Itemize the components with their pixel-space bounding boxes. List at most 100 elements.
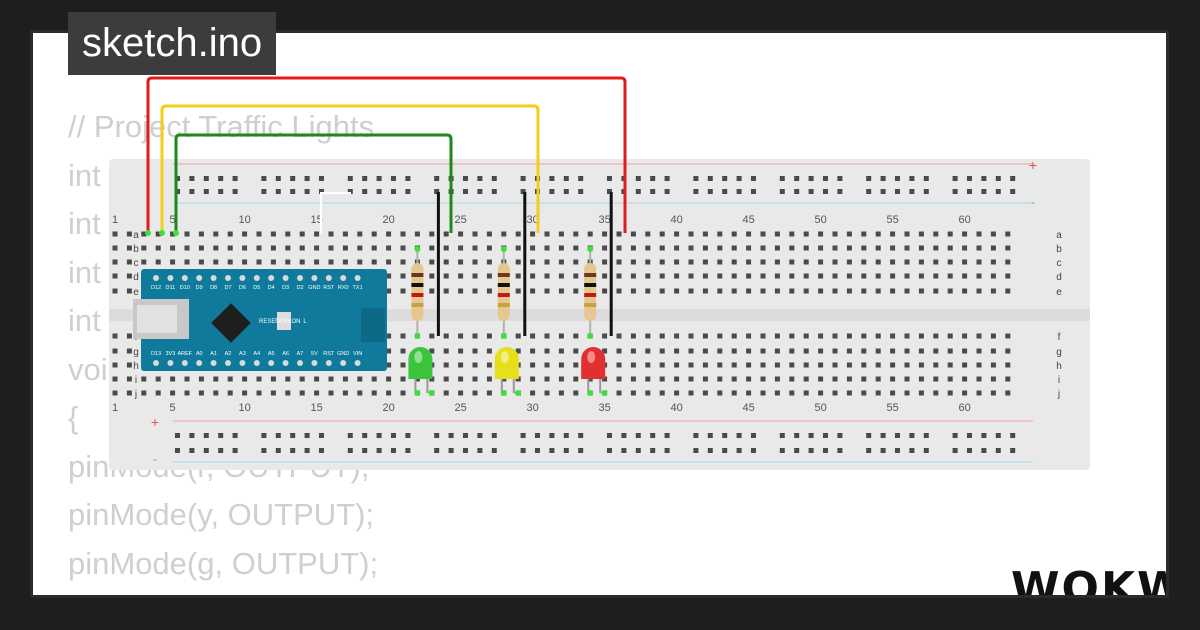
hole bbox=[184, 245, 190, 251]
hole bbox=[544, 259, 550, 265]
hole bbox=[933, 259, 939, 265]
rail-minus-label: - bbox=[1031, 195, 1035, 209]
hole bbox=[933, 231, 939, 237]
hole bbox=[155, 231, 161, 237]
hole bbox=[616, 333, 622, 339]
hole bbox=[558, 273, 564, 279]
hole bbox=[846, 390, 852, 396]
hole bbox=[328, 390, 334, 396]
hole bbox=[1005, 288, 1011, 294]
rail-hole bbox=[563, 176, 569, 181]
rail-hole bbox=[218, 189, 224, 194]
hole bbox=[573, 245, 579, 251]
hole bbox=[256, 376, 262, 382]
code-line: int bbox=[68, 303, 101, 338]
rail-hole bbox=[362, 448, 368, 453]
rail-hole bbox=[189, 176, 195, 181]
row-label: c bbox=[1057, 258, 1062, 269]
hole bbox=[803, 333, 809, 339]
rail-hole bbox=[664, 189, 670, 194]
hole bbox=[962, 259, 968, 265]
column-number: 50 bbox=[814, 402, 826, 414]
hole bbox=[717, 231, 723, 237]
rail-hole bbox=[707, 433, 713, 438]
hole bbox=[760, 390, 766, 396]
rail-hole bbox=[434, 448, 440, 453]
hole bbox=[1005, 333, 1011, 339]
hole bbox=[976, 376, 982, 382]
code-line: int bbox=[68, 254, 101, 290]
hole bbox=[760, 273, 766, 279]
hole bbox=[976, 333, 982, 339]
row-label: j bbox=[1057, 389, 1060, 400]
rail-hole bbox=[491, 433, 497, 438]
hole bbox=[544, 390, 550, 396]
hole bbox=[328, 245, 334, 251]
hole bbox=[558, 362, 564, 368]
row-label: b bbox=[133, 244, 139, 255]
hole bbox=[443, 390, 449, 396]
rail-hole bbox=[909, 433, 915, 438]
code-line: int bbox=[68, 157, 101, 193]
rail-hole bbox=[751, 189, 756, 194]
hole bbox=[198, 259, 204, 265]
resistor-band bbox=[411, 303, 424, 307]
hole bbox=[803, 231, 809, 237]
rail-hole bbox=[967, 433, 972, 438]
hole bbox=[702, 259, 708, 265]
hole bbox=[962, 390, 968, 396]
pin-top bbox=[340, 275, 347, 281]
hole bbox=[976, 390, 982, 396]
rail-hole bbox=[376, 448, 382, 453]
hole bbox=[774, 333, 780, 339]
hole bbox=[472, 273, 478, 279]
hole bbox=[357, 245, 363, 251]
hole bbox=[141, 259, 147, 265]
hole bbox=[458, 333, 464, 339]
resistor-band bbox=[584, 283, 597, 287]
hole bbox=[400, 288, 406, 294]
rail-hole bbox=[664, 176, 670, 181]
rail-hole bbox=[261, 189, 267, 194]
hole bbox=[544, 273, 550, 279]
hole bbox=[746, 231, 752, 237]
row-label: g bbox=[1056, 347, 1062, 358]
rail-hole bbox=[1010, 189, 1016, 194]
hole bbox=[832, 231, 838, 237]
connection-dot bbox=[500, 246, 507, 252]
pin-bottom bbox=[181, 360, 188, 366]
rail-hole bbox=[563, 189, 569, 194]
connection-dot bbox=[500, 333, 507, 339]
hole bbox=[933, 348, 939, 354]
hole bbox=[616, 348, 622, 354]
rail-hole bbox=[275, 189, 281, 194]
hole bbox=[314, 259, 320, 265]
led-red bbox=[581, 192, 613, 396]
pin-top bbox=[239, 275, 246, 281]
rail-hole bbox=[477, 176, 483, 181]
row-label: b bbox=[1056, 244, 1062, 255]
rail-hole bbox=[866, 189, 872, 194]
hole bbox=[933, 376, 939, 382]
rail-hole bbox=[189, 189, 195, 194]
hole bbox=[285, 390, 291, 396]
rail-plus-label: + bbox=[151, 414, 159, 430]
hole bbox=[688, 245, 694, 251]
pin-bottom bbox=[167, 360, 174, 366]
hole bbox=[789, 390, 795, 396]
column-number: 20 bbox=[382, 214, 394, 226]
hole bbox=[846, 273, 852, 279]
rail-hole bbox=[722, 176, 728, 181]
hole bbox=[314, 245, 320, 251]
rail-hole bbox=[794, 189, 800, 194]
rail-hole bbox=[491, 176, 497, 181]
hole bbox=[990, 273, 996, 279]
rail-hole bbox=[981, 433, 987, 438]
pin-bottom bbox=[354, 360, 361, 366]
hole bbox=[486, 273, 492, 279]
hole bbox=[198, 390, 204, 396]
hole bbox=[774, 362, 780, 368]
pin-label-bottom: A3 bbox=[239, 351, 246, 357]
rail-hole bbox=[520, 189, 526, 194]
rail-hole bbox=[463, 176, 468, 181]
